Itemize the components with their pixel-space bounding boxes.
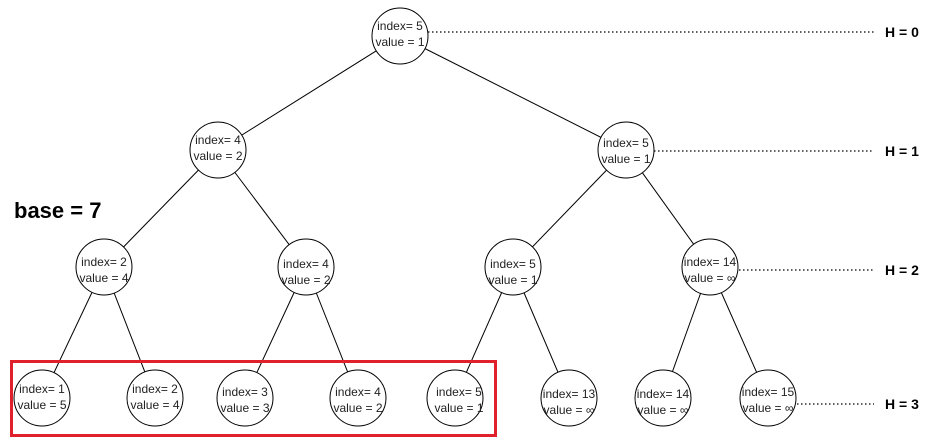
node-value: value = 1 <box>375 35 424 49</box>
tree-node: index= 5 value = 1 <box>597 121 655 179</box>
node-value: value = 3 <box>220 401 269 415</box>
tree-node: index= 4 value = 2 <box>189 121 247 179</box>
node-index: index= 4 <box>195 133 241 147</box>
level-label-h2: H = 2 <box>885 262 919 278</box>
level-label-h3: H = 3 <box>885 396 919 412</box>
node-circle <box>329 369 387 427</box>
node-index: index= 5 <box>377 19 423 33</box>
tree-node: index= 1 value = 5 <box>13 369 71 427</box>
tree-node: index= 4 value = 2 <box>329 369 387 427</box>
tree-nodes: index= 5 value = 1 index= 4 value = 2 in… <box>13 7 797 427</box>
node-circle <box>277 238 335 296</box>
level-label-h0: H = 0 <box>885 24 919 40</box>
node-value: value = 1 <box>434 401 483 415</box>
base-label: base = 7 <box>14 198 101 223</box>
node-value: value = 2 <box>333 401 382 415</box>
node-index: index= 14 <box>637 387 690 401</box>
node-circle <box>634 369 692 427</box>
node-index: index= 1 <box>19 382 65 396</box>
node-index: index= 4 <box>335 385 381 399</box>
tree-node: index= 3 value = 3 <box>216 369 274 427</box>
node-value: value = ∞ <box>544 403 595 417</box>
node-value: value = 2 <box>193 149 242 163</box>
node-circle <box>597 121 655 179</box>
node-circle <box>13 369 71 427</box>
tree-node: index= 5 value = 1 <box>371 7 429 65</box>
node-index: index= 3 <box>222 385 268 399</box>
node-value: value = 4 <box>130 398 179 412</box>
node-value: value = 1 <box>488 273 537 287</box>
tree-node: index= 4 value = 2 <box>277 238 335 296</box>
node-circle <box>540 369 598 427</box>
node-index: index= 5 <box>603 136 649 150</box>
node-value: value = ∞ <box>685 271 736 285</box>
tree-node: index= 5 value = 1 <box>484 238 542 296</box>
tree-node: index= 13 value = ∞ <box>540 369 598 427</box>
node-index: index= 5 <box>490 257 536 271</box>
node-value: value = 4 <box>79 271 128 285</box>
node-value: value = 1 <box>601 152 650 166</box>
node-index: index= 13 <box>543 387 596 401</box>
level-label-h1: H = 1 <box>885 143 919 159</box>
node-value: value = ∞ <box>743 401 794 415</box>
tree-node: index= 2 value = 4 <box>75 238 133 296</box>
node-circle <box>126 369 184 427</box>
node-index: index= 5 <box>436 385 482 399</box>
node-index: index= 15 <box>742 385 795 399</box>
node-circle <box>484 238 542 296</box>
node-index: index= 2 <box>132 382 178 396</box>
node-value: value = 2 <box>281 273 330 287</box>
node-circle <box>426 369 484 427</box>
tree-node: index= 2 value = 4 <box>126 369 184 427</box>
node-circle <box>681 238 739 296</box>
tree-node: index= 5 value = 1 <box>426 369 484 427</box>
node-circle <box>739 369 797 427</box>
node-value: value = ∞ <box>638 403 689 417</box>
node-index: index= 2 <box>81 255 127 269</box>
node-circle <box>189 121 247 179</box>
edge <box>399 35 627 151</box>
edge <box>217 35 401 151</box>
node-circle <box>75 238 133 296</box>
node-index: index= 14 <box>684 255 737 269</box>
tree-node: index= 15 value = ∞ <box>739 369 797 427</box>
node-circle <box>371 7 429 65</box>
node-circle <box>216 369 274 427</box>
tree-node: index= 14 value = ∞ <box>634 369 692 427</box>
node-value: value = 5 <box>17 398 66 412</box>
tree-edges <box>41 35 769 399</box>
tree-node: index= 14 value = ∞ <box>681 238 739 296</box>
base-range-highlight <box>10 360 497 437</box>
node-index: index= 4 <box>283 257 329 271</box>
level-guides <box>428 31 874 405</box>
